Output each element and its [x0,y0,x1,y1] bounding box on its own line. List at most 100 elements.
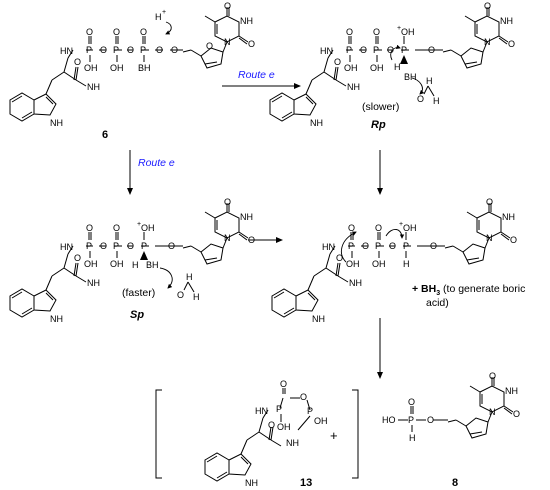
bh3-note-line2: acid) [426,297,449,309]
rp-atom-o5: O [373,27,380,37]
rp-atom-o3: O [428,45,435,55]
central-atom-h: H [403,259,410,269]
compound-6-atom-o-ring: O [206,41,213,51]
central-atom-p1: P [348,241,354,251]
rp-atom-nh2: NH [347,82,360,92]
c8-atom-p: P [408,415,414,425]
sp-atom-p3: P [141,241,147,251]
compound-6-atom-hplus: H [155,12,162,22]
central-atom-p2: P [375,241,381,251]
rp-atom-p1: P [346,45,352,55]
rp-atom-h2o-h1: H [426,76,433,86]
c8-atom-n1: N [489,407,496,417]
c13-atom-nh-imide: NH [286,438,299,448]
rp-atom-oplus: + [397,25,401,32]
central-atom-o-amide: O [336,253,343,263]
sp-atom-nh2: NH [87,278,100,288]
c13-atom-nh: NH [245,478,258,488]
rp-atom-o1: O [360,45,367,55]
c13-atom-o1: O [280,379,287,389]
compound-6-atom-o-c4: O [224,1,231,11]
sp-atom-h: H [132,260,139,270]
compound-6-atom-o5: O [86,27,93,37]
rp-atom-oh1: OH [344,63,358,73]
sp-atom-hn: HN [60,242,73,252]
c13-atom-o2: O [300,392,307,402]
sp-atom-o-c4: O [224,197,231,207]
compound-13-structure [155,388,359,482]
sp-atom-h2o-o: O [177,290,184,300]
sp-atom-o-amide: O [74,253,81,263]
central-atom-o2: O [389,241,396,251]
c8-atom-ho: HO [382,415,396,425]
sp-atom-o5: O [113,223,120,233]
sp-atom-o1: O [100,241,107,251]
compound-6-atom-oh2: OH [110,63,124,73]
c13-atom-p1: P [276,404,282,414]
rp-atom-h2o-h2: H [433,96,440,106]
rp-intermediate-structure [269,6,509,122]
sp-atom-o2: O [127,241,134,251]
sp-atom-p2: P [113,241,119,251]
rp-atom-n1: N [484,37,491,47]
central-atom-p3: P [403,241,409,251]
c13-atom-o-amide: O [268,420,275,430]
sp-atom-h2o-h1: H [186,272,193,282]
central-atom-nh: NH [312,314,325,324]
compound-13-label: 13 [300,477,312,489]
sp-atom-oplus: + [137,221,141,228]
route-e-right-label: Route e [238,69,275,81]
bh3-note-plus-bh: + BH [412,283,436,295]
central-atom-o-c4: O [486,197,493,207]
rp-label: Rp [371,119,386,131]
sp-label: Sp [130,309,144,321]
compound-6-atom-n1: N [224,37,231,47]
c8-atom-o-top: O [408,397,415,407]
rp-slower-label: (slower) [362,101,399,113]
central-atom-nh-base: NH [502,212,515,222]
sp-atom-o4: O [86,223,93,233]
compound-6-atom-o6: O [113,27,120,37]
sp-atom-bh2: BH [146,260,159,270]
c13-atom-oh1: OH [314,416,328,426]
sp-atom-n1: N [224,233,231,243]
compound-6-atom-o1: O [100,45,107,55]
sp-atom-oh1: OH [84,259,98,269]
sp-intermediate-structure [9,202,249,318]
sp-faster-label: (faster) [122,287,155,299]
c13-atom-oh2: OH [277,422,291,432]
route-e-down-label: Route e [138,157,175,169]
central-atom-o3: O [430,241,437,251]
compound-6-atom-hplus-charge: + [162,9,166,16]
rp-atom-nh: NH [310,118,323,128]
rp-atom-o4: O [346,27,353,37]
rp-atom-hn: HN [320,46,333,56]
compound-6-atom-oh1: OH [84,63,98,73]
central-atom-o1: O [362,241,369,251]
rp-atom-bh2: BH [404,72,417,82]
compound-6-atom-p1: P [86,45,92,55]
central-atom-o4: O [348,223,355,233]
sp-atom-nh-base: NH [240,212,253,222]
compound-6-atom-bh3: BH [138,63,151,73]
central-atom-nh2: NH [349,278,362,288]
compound-6-atom-o-c2: O [248,39,255,49]
central-atom-hn: HN [322,242,335,252]
central-atom-oh-top: OH [403,223,417,233]
rp-atom-p3: P [401,45,407,55]
rp-atom-o-c2: O [508,39,515,49]
c13-atom-hn: HN [255,406,268,416]
rp-atom-o-c4: O [484,1,491,11]
c8-atom-h: H [409,433,416,443]
compound-6-atom-nh: NH [50,118,63,128]
sp-atom-nh: NH [50,314,63,324]
compound-6-atom-o4: O [171,45,178,55]
compound-6-atom-p2: P [113,45,119,55]
rp-atom-h: H [394,62,401,72]
rp-atom-h2o-o: O [417,94,424,104]
rp-atom-p2: P [373,45,379,55]
sp-atom-oh-top: OH [141,223,155,233]
sp-atom-h2o-h2: H [193,292,200,302]
rp-atom-o2: O [387,45,394,55]
